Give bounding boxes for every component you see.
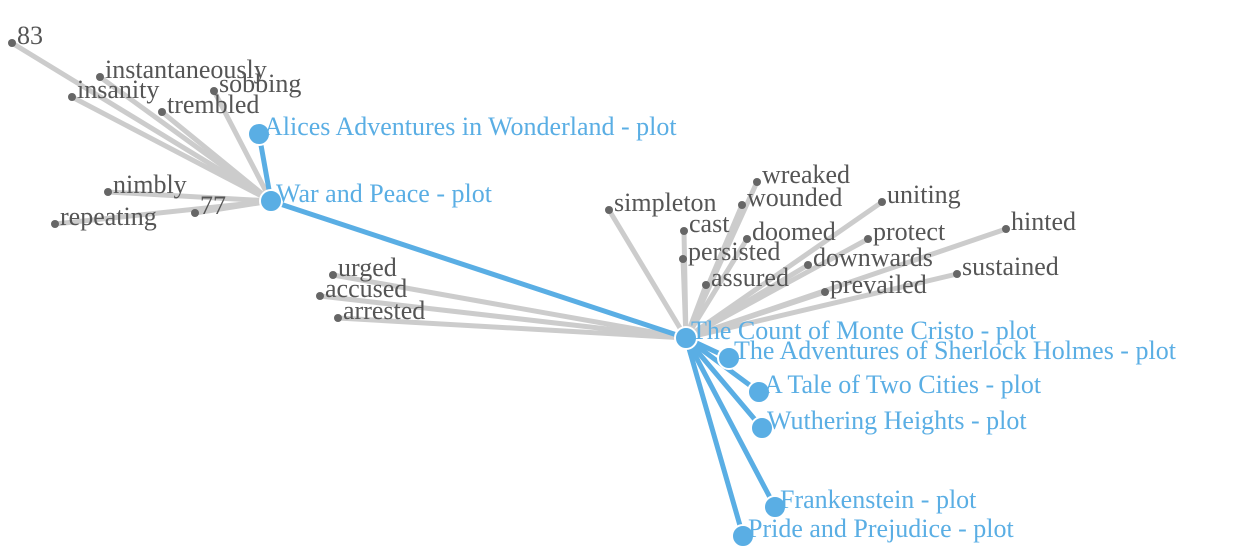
edge-monte-persisted [680,256,689,341]
edge-monte-urged [330,272,689,341]
word-label-cast: cast [689,209,730,238]
word-label-protect: protect [873,217,946,246]
book-label-monte: The Count of Monte Cristo - plot [691,316,1037,345]
edge-monte-wuthering [683,335,765,431]
edge-monte-downwards [683,262,811,341]
edge-wp-nimbly [105,189,274,204]
word-label-w77: 77 [200,191,226,220]
book-label-pride: Pride and Prejudice - plot [748,514,1014,543]
word-label-simpleton: simpleton [614,188,717,217]
word-node-wounded[interactable] [738,201,746,209]
word-node-repeating[interactable] [51,220,59,228]
word-node-trembled[interactable] [158,108,166,116]
edges-layer [9,40,1009,539]
book-node-pride[interactable] [731,524,755,548]
word-node-persisted[interactable] [679,255,687,263]
book-node-alice[interactable] [247,122,271,146]
word-node-assured[interactable] [702,281,710,289]
word-label-repeating: repeating [60,202,157,231]
word-node-accused[interactable] [316,292,324,300]
book-node-monte[interactable] [674,326,698,350]
edge-wp-sobbing [211,88,274,204]
edge-monte-frank [683,335,778,510]
nodes-layer [8,39,1010,548]
word-node-sobbing[interactable] [210,87,218,95]
edge-monte-arrested [335,315,689,341]
book-label-alice: Alices Adventures in Wonderland - plot [264,112,677,141]
word-label-downwards: downwards [813,243,933,272]
word-label-doomed: doomed [752,217,836,246]
word-node-instantaneously[interactable] [96,73,104,81]
edge-wp-trembled [159,109,274,204]
word-node-downwards[interactable] [804,261,812,269]
word-label-uniting: uniting [887,180,961,209]
word-label-insanity: insanity [77,75,159,104]
word-node-protect[interactable] [864,235,872,243]
word-label-accused: accused [325,274,407,303]
edge-wp-insanity [69,94,274,204]
word-label-sustained: sustained [962,252,1059,281]
word-node-uniting[interactable] [878,198,886,206]
word-label-sobbing: sobbing [219,69,301,98]
edge-monte-sustained [683,271,960,341]
word-node-cast[interactable] [680,227,688,235]
book-label-wuthering: Wuthering Heights - plot [767,406,1027,435]
word-node-urged[interactable] [329,271,337,279]
book-node-tale[interactable] [747,380,771,404]
word-label-instantaneously: instantaneously [105,55,267,84]
book-label-frank: Frankenstein - plot [780,485,977,514]
word-node-sustained[interactable] [953,270,961,278]
word-label-assured: assured [711,263,789,292]
word-node-nimbly[interactable] [104,188,112,196]
word-node-arrested[interactable] [334,314,342,322]
word-node-w83[interactable] [8,39,16,47]
book-label-sherlock: The Adventures of Sherlock Holmes - plot [734,336,1177,365]
word-node-prevailed[interactable] [821,288,829,296]
edge-monte-doomed [683,236,750,341]
edge-wp-w83 [9,40,274,204]
edge-wp-monte [268,198,689,341]
word-node-w77[interactable] [191,209,199,217]
book-label-wp: War and Peace - plot [276,179,493,208]
word-label-urged: urged [338,253,397,282]
edge-wp-repeating [52,198,274,227]
word-node-wreaked[interactable] [753,178,761,186]
word-label-wreaked: wreaked [762,160,850,189]
word-label-trembled: trembled [167,90,259,119]
book-node-wuthering[interactable] [750,416,774,440]
word-label-prevailed: prevailed [830,270,927,299]
word-label-w83: 83 [17,21,43,50]
edge-monte-uniting [683,199,885,341]
word-label-wounded: wounded [747,183,842,212]
book-node-sherlock[interactable] [717,346,741,370]
word-node-simpleton[interactable] [605,206,613,214]
word-label-hinted: hinted [1011,207,1076,236]
word-node-hinted[interactable] [1002,225,1010,233]
word-label-persisted: persisted [688,237,780,266]
edge-monte-hinted [683,226,1009,341]
edge-monte-simpleton [606,207,689,341]
word-label-arrested: arrested [343,296,425,325]
edge-monte-pride [683,335,746,539]
edge-monte-accused [317,293,689,341]
word-node-doomed[interactable] [743,235,751,243]
word-node-insanity[interactable] [68,93,76,101]
book-node-wp[interactable] [259,189,283,213]
book-node-frank[interactable] [763,495,787,519]
word-label-nimbly: nimbly [113,170,187,199]
book-label-tale: A Tale of Two Cities - plot [764,370,1042,399]
